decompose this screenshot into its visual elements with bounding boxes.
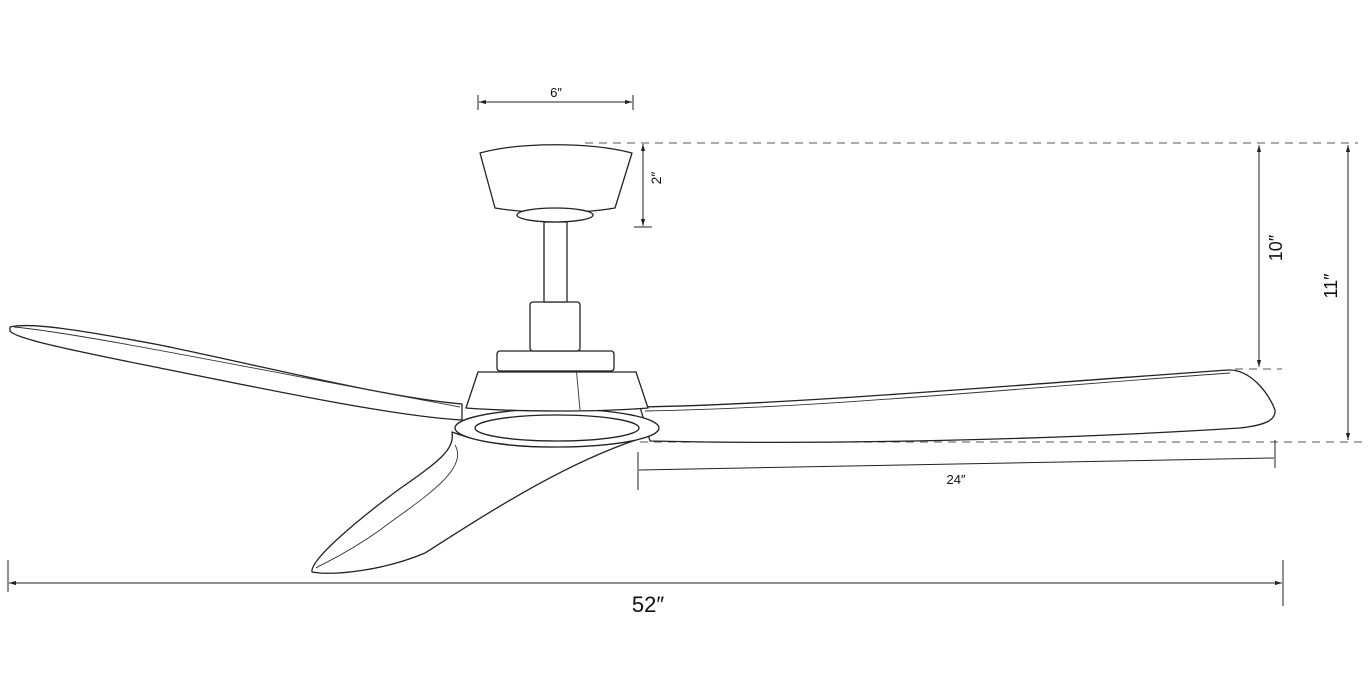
canopy-ring	[516, 207, 594, 223]
left-blade	[9, 324, 463, 421]
downrod-coupler	[529, 301, 581, 352]
canopy-width-label: 6″	[550, 85, 562, 100]
dim-canopy-height: 2″	[634, 144, 664, 228]
ceiling-to-bottom-label: 11″	[1321, 273, 1341, 299]
fan-drawing	[9, 144, 1276, 574]
dim-canopy-width: 6″	[477, 85, 634, 110]
dim-ceiling-to-blade: 10″	[1256, 145, 1286, 367]
dim-blade-length: 24″	[637, 440, 1276, 490]
reference-lines	[585, 142, 1362, 443]
blade-length-label: 24″	[946, 472, 965, 487]
canopy-height-label: 2″	[648, 172, 664, 185]
dim-ceiling-to-bottom: 11″	[1321, 145, 1351, 440]
overall-span-label: 52″	[632, 592, 664, 617]
light-lens	[474, 414, 640, 442]
canopy	[479, 144, 633, 214]
motor-collar	[496, 350, 615, 372]
dim-overall-span: 52″	[7, 560, 1284, 617]
ceiling-to-blade-label: 10″	[1266, 234, 1286, 261]
motor-housing	[465, 371, 649, 412]
front-blade	[311, 431, 646, 574]
downrod	[543, 221, 568, 303]
right-blade	[639, 369, 1276, 444]
